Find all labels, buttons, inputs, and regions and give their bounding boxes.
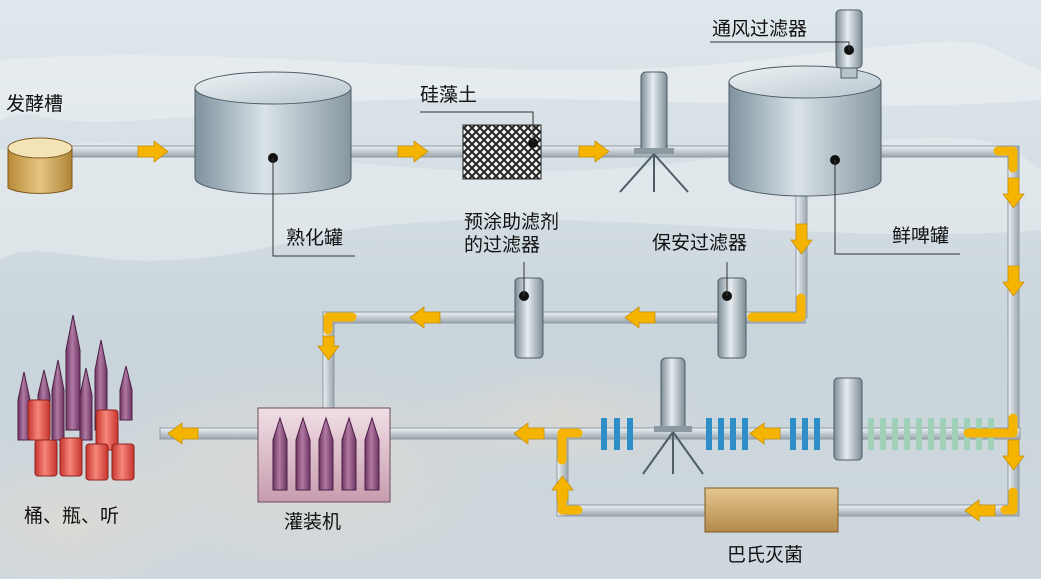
inline-filter-right: [833, 377, 863, 461]
vent-filter-label: 通风过滤器: [712, 18, 808, 40]
security-filter: [717, 277, 747, 359]
maturation-tank: [194, 71, 355, 257]
precoat-filter-label-line2: 的过滤器: [464, 234, 541, 256]
product-cans: [27, 399, 135, 481]
flow-arrows: [137, 140, 1025, 522]
stand-filter-top: [619, 71, 689, 193]
diatomite-filter: [420, 111, 542, 180]
containers-label: 桶、瓶、听: [24, 505, 120, 527]
pasteurization-label: 巴氏灭菌: [727, 544, 804, 566]
diatomite-label: 硅藻土: [420, 84, 478, 106]
fresh-beer-tank-label: 鲜啤罐: [892, 225, 950, 247]
maturation-tank-label: 熟化罐: [286, 227, 344, 249]
precoat-filter: [514, 277, 544, 359]
flow-bends: [323, 146, 1018, 515]
filling-machine: [257, 407, 391, 503]
fermenter-label: 发酵槽: [6, 93, 64, 115]
pasteurizer: [704, 487, 839, 533]
vent-filter: [710, 9, 863, 79]
filling-machine-label: 灌装机: [284, 511, 342, 533]
fermenter: [7, 137, 73, 194]
precoat-filter-label-line1: 预涂助滤剂: [464, 211, 560, 233]
cooling-stripes-blue: [601, 418, 820, 450]
leader-lines: [523, 262, 728, 296]
stand-filter-bottom: [642, 357, 704, 475]
security-filter-label: 保安过滤器: [652, 232, 748, 254]
